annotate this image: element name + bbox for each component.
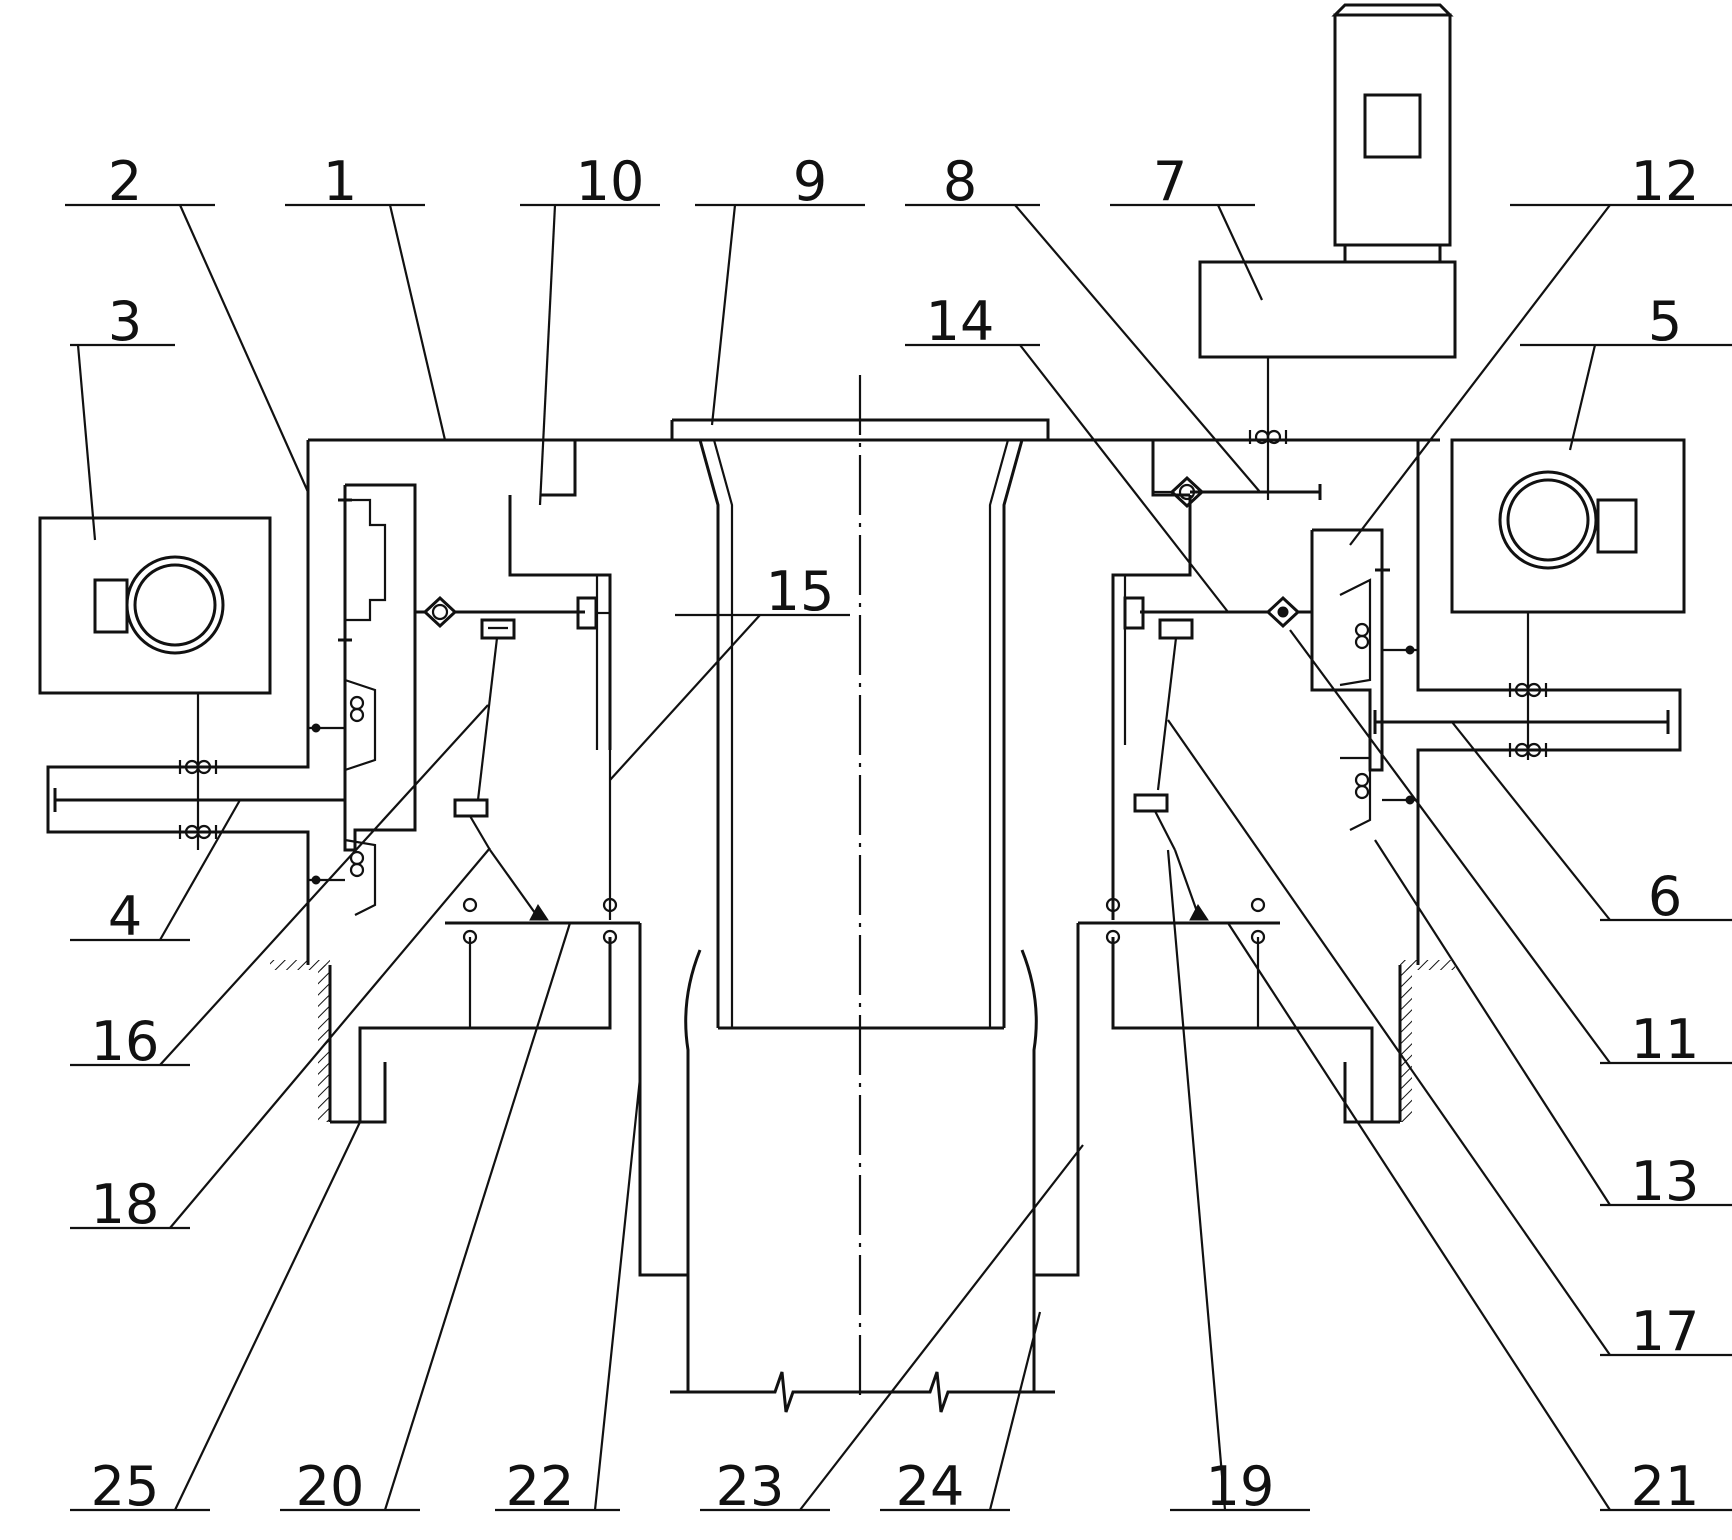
label-4: 4	[108, 885, 142, 948]
label-3: 3	[108, 290, 142, 353]
label-14: 14	[926, 290, 995, 353]
label-5: 5	[1648, 290, 1682, 353]
label-21: 21	[1631, 1455, 1700, 1518]
label-16: 16	[91, 1010, 160, 1073]
label-20: 20	[296, 1455, 365, 1518]
label-23: 23	[716, 1455, 785, 1518]
right-motor	[1373, 438, 1686, 760]
label-11: 11	[1631, 1008, 1700, 1071]
label-24: 24	[896, 1455, 965, 1518]
label-9: 9	[793, 150, 827, 213]
label-12: 12	[1631, 150, 1700, 213]
label-6: 6	[1648, 865, 1682, 928]
part-labels: 2 1 10 9 8 7 12 3 14 5 15 4 6 16 11 18 1…	[91, 150, 1700, 1518]
label-8: 8	[943, 150, 977, 213]
label-19: 19	[1206, 1455, 1275, 1518]
top-frame	[46, 438, 1682, 965]
label-17: 17	[1631, 1300, 1700, 1363]
left-motor	[38, 516, 347, 850]
right-rack-assembly	[1034, 475, 1455, 1277]
label-7: 7	[1153, 150, 1187, 213]
label-1: 1	[323, 150, 357, 213]
label-18: 18	[91, 1173, 160, 1236]
center-column	[670, 375, 1055, 1413]
label-10: 10	[576, 150, 645, 213]
label-15: 15	[766, 560, 835, 623]
label-2: 2	[108, 150, 142, 213]
label-25: 25	[91, 1455, 160, 1518]
left-rack-assembly	[270, 483, 688, 1277]
motor-reducer	[1190, 3, 1457, 500]
leader-lines	[65, 203, 1732, 1512]
label-13: 13	[1631, 1150, 1700, 1213]
label-22: 22	[506, 1455, 575, 1518]
